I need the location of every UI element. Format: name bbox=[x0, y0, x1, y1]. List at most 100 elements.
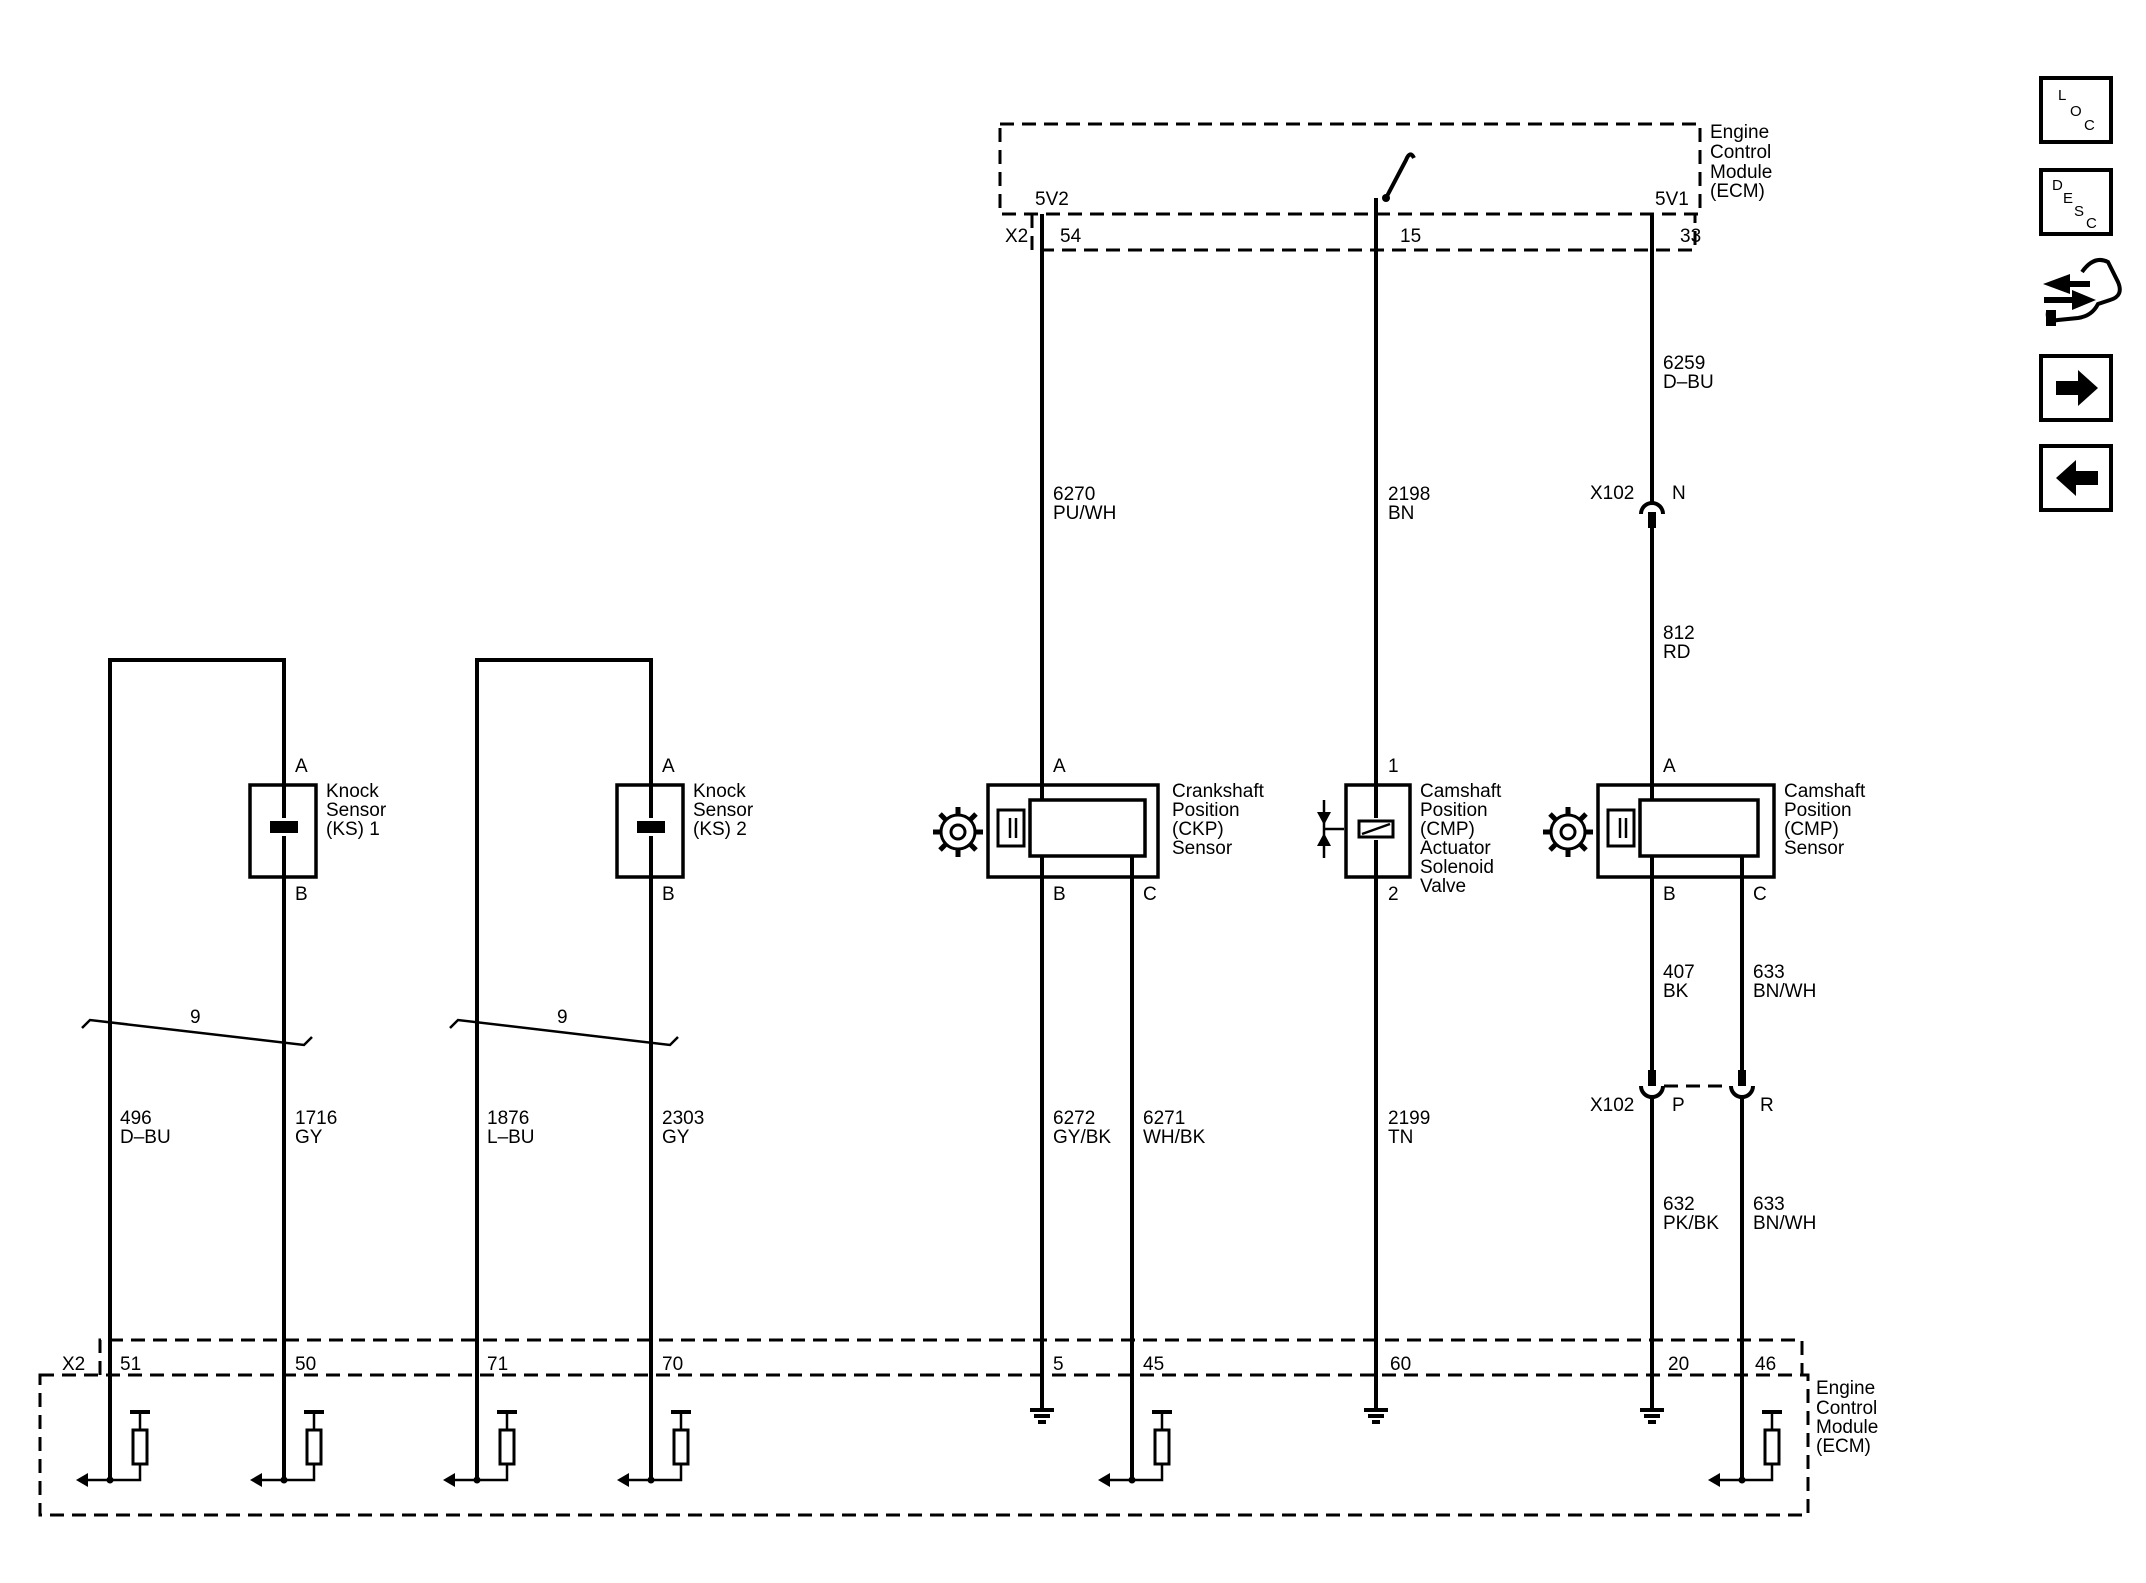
wire-407-color: BK bbox=[1663, 981, 1689, 1002]
twist-count-ks2: 9 bbox=[557, 1007, 568, 1028]
cmp-gear-icon bbox=[1543, 807, 1593, 857]
ecm-top-pin-54: 54 bbox=[1060, 226, 1082, 247]
wire-2198-color: BN bbox=[1388, 503, 1414, 524]
ks2-pin-a: A bbox=[662, 756, 675, 777]
cmp-sensor-pin-b: B bbox=[1663, 884, 1676, 905]
wire-812-color: RD bbox=[1663, 642, 1690, 663]
input-circuit-link bbox=[110, 1465, 142, 1482]
ckp-name-2: Position bbox=[1172, 800, 1240, 821]
wire-2303-number: 2303 bbox=[662, 1108, 704, 1129]
input-circuit-link bbox=[1132, 1465, 1164, 1482]
ecm-top-connector-outline bbox=[1030, 214, 1697, 252]
cmp-valve-name-3: (CMP) bbox=[1420, 819, 1475, 840]
ks2-name-1: Knock bbox=[693, 781, 746, 802]
signal-arrow-icon bbox=[617, 1473, 629, 1487]
x102-pin-p-connector-icon bbox=[1639, 1085, 1665, 1099]
ecm-bottom-pin-70: 70 bbox=[662, 1354, 683, 1375]
next-page-button[interactable] bbox=[2039, 354, 2113, 422]
junction-dot bbox=[106, 1476, 114, 1484]
cmp-sensor-element bbox=[1638, 798, 1760, 858]
ecm-top-outline bbox=[998, 122, 1702, 216]
wire-6259-number: 6259 bbox=[1663, 353, 1705, 374]
wire-633a-color: BN/WH bbox=[1753, 981, 1816, 1002]
resistor-icon bbox=[1763, 1428, 1781, 1466]
wire-496-number: 496 bbox=[120, 1108, 152, 1129]
connector-end-view-button[interactable] bbox=[2043, 258, 2122, 326]
wire-1876-color: L–BU bbox=[487, 1127, 535, 1148]
cmp-gear-tooth bbox=[1548, 812, 1558, 822]
ckp-gear-tooth bbox=[938, 812, 948, 822]
previous-arrow-icon bbox=[2056, 460, 2098, 496]
loc-icon-letter-c: C bbox=[2084, 117, 2095, 134]
ground-icon bbox=[1030, 1400, 1054, 1424]
ecm-bottom-title-4: (ECM) bbox=[1816, 1436, 1871, 1457]
junction-dot bbox=[280, 1476, 288, 1484]
ks2-shield-loop bbox=[475, 658, 653, 1480]
ckp-pin-a: A bbox=[1053, 756, 1066, 777]
wire-6271-color: WH/BK bbox=[1143, 1127, 1206, 1148]
signal-arrow-icon bbox=[1708, 1473, 1720, 1487]
ks1-shield-loop bbox=[108, 658, 286, 1480]
resistor-icon bbox=[672, 1428, 690, 1466]
signal-arrow-icon bbox=[443, 1473, 455, 1487]
input-circuit-45 bbox=[1098, 1410, 1172, 1487]
resistor-icon bbox=[1153, 1428, 1171, 1466]
ground-symbols bbox=[1030, 1400, 1664, 1424]
ecm-bottom-pin-51: 51 bbox=[120, 1354, 141, 1375]
signal-arrow-icon bbox=[1098, 1473, 1110, 1487]
wire-6272-color: GY/BK bbox=[1053, 1127, 1111, 1148]
cmp-gear-teeth bbox=[1543, 807, 1593, 857]
wire-2199-color: TN bbox=[1388, 1127, 1413, 1148]
cmp-valve-name-4: Actuator bbox=[1420, 838, 1491, 859]
ckp-sensor: A B C Crankshaft Position (CKP) Sensor bbox=[933, 214, 1265, 1480]
next-arrow-icon bbox=[2056, 370, 2098, 406]
ks2-crystal-icon bbox=[637, 821, 665, 833]
wire-6270-number: 6270 bbox=[1053, 484, 1095, 505]
twisted-pair-marker-ks1 bbox=[81, 1018, 313, 1047]
cmp-valve-name-5: Solenoid bbox=[1420, 857, 1494, 878]
ckp-gear-tooth bbox=[968, 842, 978, 852]
desc-icon-letter-c: C bbox=[2086, 215, 2097, 232]
ecm-bottom-pin-45: 45 bbox=[1143, 1354, 1164, 1375]
cmp-gear-tooth bbox=[1578, 812, 1588, 822]
actuator-arrow-up bbox=[1317, 833, 1331, 846]
cmp-sensor: A B C Camshaft Position (CMP) Sensor X10… bbox=[1543, 214, 1866, 1480]
desc-button[interactable]: D E S C bbox=[2039, 168, 2113, 236]
nav-buttons: L O C D E S C bbox=[2039, 76, 2122, 512]
cmp-valve-name-6: Valve bbox=[1420, 876, 1466, 897]
ecm-top-title-3: Module bbox=[1710, 162, 1772, 183]
twisted-pair-marker-ks2 bbox=[449, 1018, 679, 1047]
wire-633a-number: 633 bbox=[1753, 962, 1785, 983]
ecm-bottom-pin-50: 50 bbox=[295, 1354, 316, 1375]
ref-5v1: 5V1 bbox=[1655, 189, 1689, 210]
twist-count-ks1: 9 bbox=[190, 1007, 201, 1028]
loc-icon-letter-o: O bbox=[2070, 103, 2082, 120]
previous-page-button[interactable] bbox=[2039, 444, 2113, 512]
wire-6271-number: 6271 bbox=[1143, 1108, 1185, 1129]
solenoid-core-line bbox=[1361, 822, 1391, 836]
input-circuit-link bbox=[477, 1465, 509, 1482]
desc-button-frame[interactable] bbox=[2039, 168, 2113, 236]
wire-labels: 6270 PU/WH 2198 BN 6259 D–BU 812 RD 407 … bbox=[120, 353, 1816, 1234]
desc-icon-letter-s: S bbox=[2074, 203, 2084, 220]
wire-1876-number: 1876 bbox=[487, 1108, 529, 1129]
ckp-name-3: (CKP) bbox=[1172, 819, 1224, 840]
x102-pin-r-terminal bbox=[1738, 1070, 1746, 1086]
signal-arrow-icon bbox=[250, 1473, 262, 1487]
x102-pin-p-terminal bbox=[1648, 1070, 1656, 1086]
ecm-top-title-1: Engine bbox=[1710, 122, 1769, 143]
actuator-arrow-down bbox=[1317, 812, 1331, 825]
connector-hand-outline bbox=[2045, 258, 2122, 323]
cmp-valve-name-1: Camshaft bbox=[1420, 781, 1502, 802]
wire-633b-number: 633 bbox=[1753, 1194, 1785, 1215]
ckp-gear-icon bbox=[933, 807, 983, 857]
ks1-crystal-icon bbox=[270, 821, 298, 833]
loc-icon-letter-l: L bbox=[2058, 87, 2066, 104]
loc-button[interactable]: L O C bbox=[2039, 76, 2113, 144]
x102-pin-n-connector-icon bbox=[1639, 501, 1665, 515]
loc-button-frame[interactable] bbox=[2039, 76, 2113, 144]
cmp-valve-name-2: Position bbox=[1420, 800, 1488, 821]
cmp-sensor-body bbox=[1596, 783, 1776, 879]
wire-812-number: 812 bbox=[1663, 623, 1695, 644]
connector-hand-icon[interactable] bbox=[2043, 258, 2122, 326]
